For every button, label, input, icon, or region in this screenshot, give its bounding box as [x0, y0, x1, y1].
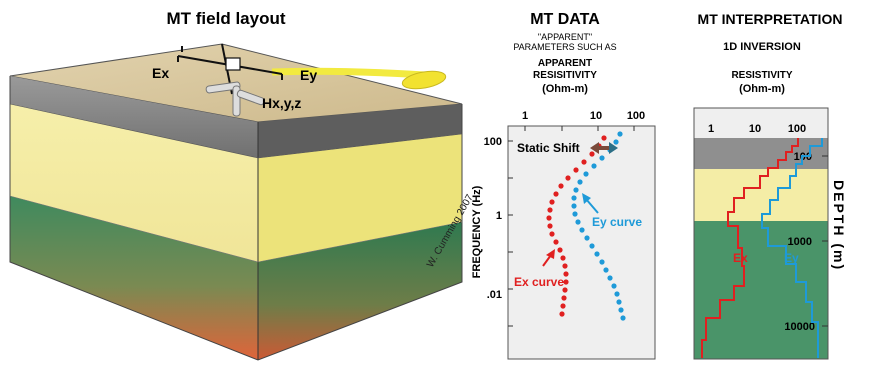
ex-inversion-curve — [701, 138, 799, 358]
ey-dots-point — [579, 227, 585, 233]
layout-title: MT field layout — [167, 9, 286, 28]
yellow-layer-side — [258, 134, 462, 262]
depth-tick-1000: 1000 — [788, 236, 812, 248]
interp-param: RESISTIVITY — [731, 70, 792, 81]
gray-layer-front — [10, 76, 258, 158]
ey-dots-point — [607, 275, 613, 281]
ey-dots-point — [613, 139, 619, 145]
ex-dots-point — [558, 183, 564, 189]
ey-dots-point — [599, 155, 605, 161]
ex-dots-point — [563, 271, 569, 277]
ex-curve-label: Ex curve — [514, 275, 564, 289]
magnetometer-icon — [205, 81, 265, 117]
ey-dots-point — [572, 211, 578, 217]
ex-dots-point — [549, 231, 555, 237]
data-x-tick-1: 1 — [522, 110, 528, 122]
ex-dots-point — [581, 159, 587, 165]
ey-dots-point — [571, 195, 577, 201]
data-x-tick-100: 100 — [627, 110, 645, 122]
interp-x-tick-1: 1 — [708, 123, 714, 135]
ey-label: Ey — [300, 67, 317, 83]
ey-curve-label: Ey curve — [592, 215, 642, 229]
ex-dots-point — [561, 295, 567, 301]
ex-dots-point — [549, 199, 555, 205]
ey-dots-point — [573, 187, 579, 193]
static-shift-arrow — [590, 142, 618, 154]
ey-dots-point — [616, 299, 622, 305]
yellow-layer-front — [10, 104, 258, 262]
interp-x-tick-100: 100 — [788, 123, 806, 135]
interp-title: MT INTERPRETATION — [698, 11, 843, 27]
data-param-1: APPARENT — [538, 58, 592, 69]
ex-dots-point — [546, 215, 552, 221]
data-param-2: RESISITIVITY — [533, 70, 597, 81]
depth-tick-10000: 10000 — [784, 321, 815, 333]
data-subtitle-2: PARAMETERS SUCH AS — [513, 42, 616, 52]
interp-ex-label: Ex — [733, 251, 748, 265]
ex-dots-point — [547, 223, 553, 229]
ey-dots-point — [614, 291, 620, 297]
ey-dots-point — [617, 131, 623, 137]
ex-dots-point — [560, 255, 566, 261]
ey-dots-point — [584, 235, 590, 241]
data-title: MT DATA — [530, 11, 600, 28]
interp-unit: (Ohm-m) — [739, 83, 785, 95]
green-layer-side — [258, 222, 462, 360]
inversion-section — [693, 107, 829, 360]
interp-ey-label: Ey — [784, 251, 799, 265]
ex-dots-point — [601, 135, 607, 141]
ex-dots-point — [563, 279, 569, 285]
ey-dots-point — [577, 179, 583, 185]
ex-dots-point — [573, 167, 579, 173]
ey-dots-point — [591, 163, 597, 169]
ey-dots-point — [575, 219, 581, 225]
ex-dots-point — [560, 303, 566, 309]
interp-subtitle: 1D INVERSION — [723, 41, 801, 53]
frequency-axis-label: FREQUENCY (Hz) — [471, 185, 483, 278]
data-subtitle-1: "APPARENT" — [538, 32, 592, 42]
interp-plot-area — [693, 107, 829, 360]
data-y-tick-01: .01 — [487, 289, 502, 301]
ex-dots-point — [562, 263, 568, 269]
static-shift-label: Static Shift — [517, 141, 580, 155]
ex-dots-point — [565, 175, 571, 181]
ex-dots-point — [562, 287, 568, 293]
ey-dots-point — [620, 315, 626, 321]
ex-dots-point — [559, 311, 565, 317]
ey-inversion-curve — [761, 138, 823, 358]
ey-dots-point — [571, 203, 577, 209]
earth-block — [9, 43, 463, 361]
ey-dots-point — [589, 243, 595, 249]
ex-dots-point — [557, 247, 563, 253]
ex-dots-point — [553, 191, 559, 197]
section-gray-layer — [694, 138, 828, 169]
data-unit: (Ohm-m) — [542, 83, 588, 95]
data-x-ticks: 1 10 100 — [522, 110, 645, 122]
ex-dots-point — [553, 239, 559, 245]
interp-x-tick-10: 10 — [749, 123, 761, 135]
gray-layer-side — [258, 104, 462, 158]
data-y-tick-1: 1 — [496, 210, 502, 222]
ey-dots-point — [594, 251, 600, 257]
data-plot-area — [507, 125, 656, 360]
depth-axis-label: DEPTH (m) — [831, 180, 847, 271]
data-logger-icon — [401, 70, 447, 90]
center-box-icon — [225, 57, 241, 71]
ex-dots-point — [547, 207, 553, 213]
ey-dots-point — [599, 259, 605, 265]
green-layer-front — [10, 196, 258, 360]
ey-dots-point — [611, 283, 617, 289]
ey-dots-point — [583, 171, 589, 177]
ex-dots-point — [589, 151, 595, 157]
data-y-tick-100: 100 — [484, 136, 502, 148]
ey-dots-point — [618, 307, 624, 313]
h-label: Hx,y,z — [262, 95, 301, 111]
data-x-tick-10: 10 — [590, 110, 602, 122]
ey-dots-point — [603, 267, 609, 273]
ex-label: Ex — [152, 65, 169, 81]
